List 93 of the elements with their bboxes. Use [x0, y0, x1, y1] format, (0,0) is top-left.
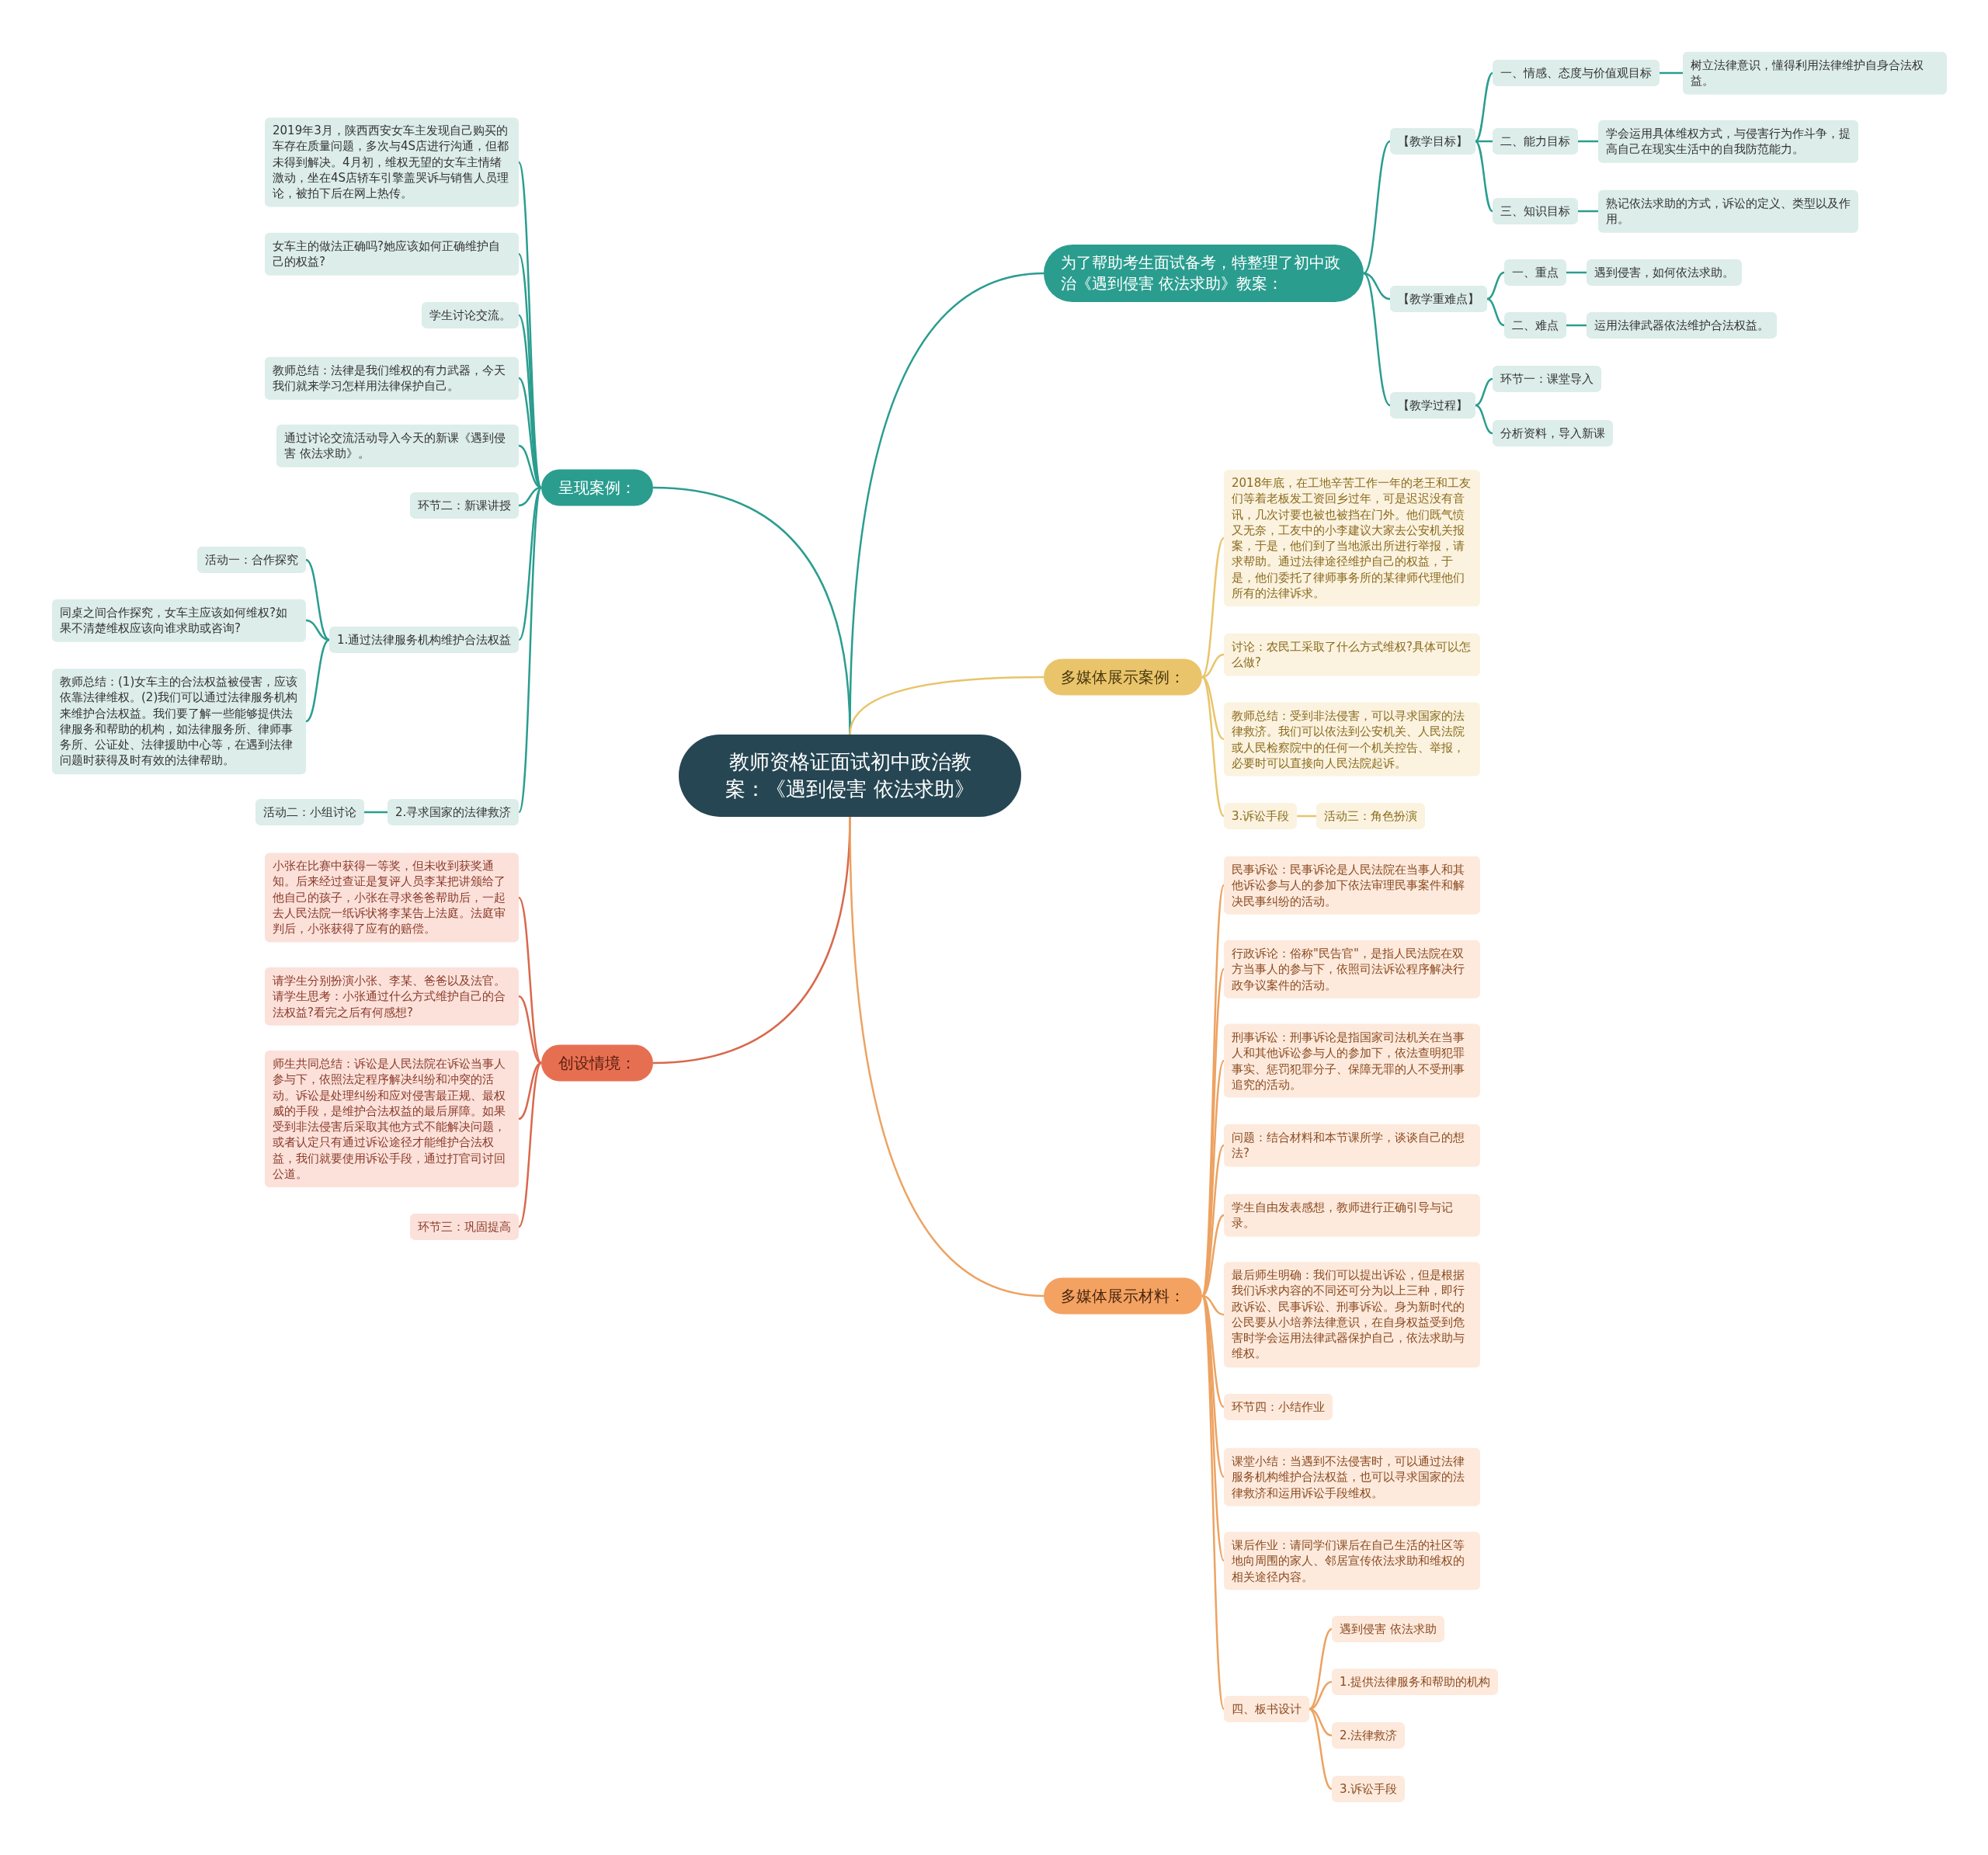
subtopic-box: 【教学目标】: [1390, 127, 1475, 155]
connector-line: [652, 486, 851, 735]
subtopic-box: 3.诉讼手段: [1332, 1775, 1406, 1803]
connector-line: [1201, 676, 1225, 817]
branch-topic: 多媒体展示材料：: [1044, 1277, 1202, 1315]
connector-line: [1566, 324, 1587, 327]
connector-line: [1297, 815, 1316, 818]
subtopic-box: 遇到侵害，如何依法求助。: [1587, 259, 1742, 287]
connector-line: [1578, 140, 1598, 143]
root-topic: 教师资格证面试初中政治教案：《遇到侵害 依法求助》: [679, 734, 1021, 818]
connector-line: [1475, 71, 1493, 143]
subtopic-box: 2019年3月，陕西西安女车主发现自己购买的车存在质量问题，多次与4S店进行沟通，但都未得到解决。4月初，维权无望的女车主情绪激动，坐在4S店轿车引擎盖哭诉与销售人员理论，被拍下后在网上热传。: [265, 117, 519, 207]
subtopic-box: 最后师生明确：我们可以提出诉讼，但是根据我们诉求内容的不同还可分为以上三种，即行政诉讼、民事诉讼、刑事诉讼。身为新时代的公民要从小培养法律意识，在自身权益受到危害时学会运用法律武器保护自己，依法求助与维权。: [1224, 1262, 1480, 1367]
subtopic-box: 2018年底，在工地辛苦工作一年的老王和工友们等着老板发工资回乡过年，可是迟迟没有音讯，几次讨要也被也被挡在门外。他们既气愤又无奈，工友中的小李建议大家去公安机关报案，于是，他们到了当地派出所进行举报，请求帮助。通过法律途径维护自己的权益，于是，他们委托了律师事务所的某律师代理他们所有的法律诉求。: [1224, 470, 1480, 606]
connector-line: [1201, 653, 1225, 679]
connector-line: [518, 487, 543, 813]
subtopic-box: 熟记依法求助的方式，诉讼的定义、类型以及作用。: [1598, 189, 1858, 233]
connector-line: [305, 638, 330, 723]
subtopic-box: 遇到侵害 依法求助: [1332, 1615, 1444, 1643]
connector-line: [1201, 537, 1225, 678]
subtopic-box: 2.法律救济: [1332, 1721, 1406, 1749]
connector-line: [518, 897, 542, 1064]
subtopic-box: 学生讨论交流。: [422, 301, 519, 329]
connector-line: [1309, 1680, 1333, 1711]
subtopic-box: 课后作业：请同学们课后在自己生活的社区等地向周围的家人、邻居宣传依法求助和维权的相关途径内容。: [1224, 1531, 1480, 1590]
subtopic-box: 二、难点: [1504, 311, 1566, 339]
connector-line: [1486, 297, 1505, 327]
connector-line: [849, 676, 1044, 735]
subtopic-box: 四、板书设计: [1224, 1695, 1309, 1723]
subtopic-box: 教师总结：法律是我们维权的有力武器，今天我们就来学习怎样用法律保护自己。: [265, 356, 519, 400]
subtopic-box: 同桌之间合作探究，女车主应该如何维权?如果不清楚维权应该向谁求助或咨询?: [52, 599, 306, 642]
connector-line: [518, 1061, 542, 1120]
connector-line: [1363, 273, 1391, 406]
subtopic-box: 【教学过程】: [1390, 391, 1475, 419]
subtopic-box: 学会运用具体维权方式，与侵害行为作斗争，提高自己在现实生活中的自我防范能力。: [1598, 120, 1858, 163]
subtopic-box: 1.通过法律服务机构维护合法权益: [329, 626, 520, 654]
subtopic-box: 活动一：合作探究: [197, 546, 306, 574]
subtopic-box: 师生共同总结：诉讼是人民法院在诉讼当事人参与下，依照法定程序解决纠纷和冲突的活动。诉讼是处理纠纷和应对侵害最正规、最权威的手段，是维护合法权益的最后屏障。如果受到非法侵害后采取其他方式不能解决问题，或者认定只有通过诉讼途径才能维护合法权益，我们就要使用诉讼手段，通过打官司讨回公道。: [265, 1051, 519, 1187]
subtopic-box: 3.诉讼手段: [1224, 802, 1298, 830]
subtopic-box: 女车主的做法正确吗?她应该如何正确维护自己的权益?: [265, 232, 519, 276]
connector-line: [518, 487, 542, 641]
connector-line: [1309, 1707, 1333, 1791]
connector-line: [1475, 404, 1493, 435]
subtopic-box: 民事诉讼：民事诉论是人民法院在当事人和其他诉讼参与人的参加下依法审理民事案件和解决民事纠纷的活动。: [1224, 856, 1480, 915]
branch-topic: 创设情境：: [541, 1044, 653, 1082]
subtopic-box: 通过讨论交流活动导入今天的新课《遇到侵害 依法求助》。: [276, 424, 519, 467]
connector-line: [305, 619, 330, 641]
branch-topic: 呈现案例：: [541, 469, 653, 506]
subtopic-box: 环节一：课堂导入: [1493, 365, 1601, 393]
subtopic-box: 环节四：小结作业: [1224, 1393, 1333, 1421]
subtopic-box: 学生自由发表感想，教师进行正确引导与记录。: [1224, 1193, 1480, 1237]
connector-line: [1486, 271, 1505, 300]
connector-line: [305, 558, 330, 641]
connector-line: [1475, 377, 1493, 407]
subtopic-box: 刑事诉讼：刑事诉论是指国家司法机关在当事人和其他诉讼参与人的参加下，依法查明犯罪事实、惩罚犯罪分子、保障无罪的人不受刑事追究的活动。: [1224, 1023, 1480, 1098]
subtopic-box: 环节三：巩固提高: [410, 1213, 519, 1241]
connector-line: [1578, 210, 1598, 213]
subtopic-box: 三、知识目标: [1493, 197, 1578, 225]
subtopic-box: 【教学重难点】: [1390, 285, 1487, 313]
subtopic-box: 运用法律武器依法维护合法权益。: [1587, 311, 1777, 339]
connector-line: [364, 811, 388, 814]
subtopic-box: 问题：结合材料和本节课所学，谈谈自己的想法?: [1224, 1124, 1480, 1167]
subtopic-box: 2.寻求国家的法律救济: [388, 798, 520, 826]
subtopic-box: 环节二：新课讲授: [410, 492, 519, 519]
connector-line: [1363, 272, 1391, 300]
subtopic-box: 小张在比赛中获得一等奖，但未收到获奖通知。后来经过查证是复评人员李某把讲颁给了他自己的孩子，小张在寻求爸爸帮助后，一起去人民法院一纸诉状将李某告上法庭。法庭审判后，小张获得了应有的赔偿。: [265, 853, 519, 943]
subtopic-box: 教师总结：受到非法侵害，可以寻求国家的法律救济。我们可以依法到公安机关、人民法院或人民检察院中的任何一个机关控告、举报，必要时可以直接向人民法院起诉。: [1224, 702, 1480, 776]
subtopic-box: 分析资料，导入新课: [1493, 419, 1613, 447]
subtopic-box: 行政诉论：俗称"民告官"，是指人民法院在双方当事人的参与下，依照司法诉讼程序解决行政争议案件的活动。: [1224, 940, 1480, 999]
subtopic-box: 讨论：农民工采取了什么方式维权?具体可以怎么做?: [1224, 633, 1480, 676]
subtopic-box: 1.提供法律服务和帮助的机构: [1332, 1668, 1499, 1696]
connector-line: [518, 1062, 542, 1228]
subtopic-box: 教师总结：(1)女车主的合法权益被侵害，应该依靠法律维权。(2)我们可以通过法律服务机构来维护合法权益。我们要了解一些能够提供法律服务和帮助的机构，如法律服务所、律师事务所、公证处、法律援助中心等，在遇到法律问题时获得及时有效的法律帮助。: [52, 669, 306, 774]
subtopic-box: 请学生分别扮演小张、李某、爸爸以及法官。请学生思考：小张通过什么方式维护自己的合法权益?看完之后有何感想?: [265, 967, 519, 1026]
branch-topic: 为了帮助考生面试备考，特整理了初中政治《遇到侵害 依法求助》教案：: [1044, 245, 1364, 302]
connector-line: [1566, 271, 1587, 274]
connector-line: [1475, 140, 1493, 213]
subtopic-box: 一、情感、态度与价值观目标: [1493, 59, 1660, 87]
subtopic-box: 一、重点: [1504, 259, 1566, 287]
subtopic-box: 课堂小结：当遇到不法侵害时，可以通过法律服务机构维护合法权益，也可以寻求国家的法律救济和运用诉讼手段维权。: [1224, 1447, 1480, 1506]
subtopic-box: 活动三：角色扮演: [1316, 802, 1425, 830]
connector-line: [1309, 1627, 1333, 1711]
subtopic-box: 活动二：小组讨论: [255, 798, 364, 826]
connector-line: [1475, 140, 1493, 143]
connector-line: [849, 817, 1044, 1297]
connector-line: [1201, 1294, 1225, 1316]
connector-line: [518, 995, 542, 1065]
subtopic-box: 树立法律意识，懂得利用法律维护自身合法权益。: [1683, 51, 1947, 95]
subtopic-box: 二、能力目标: [1493, 127, 1578, 155]
branch-topic: 多媒体展示案例：: [1044, 658, 1202, 696]
connector-line: [518, 486, 542, 507]
connector-line: [1363, 141, 1391, 274]
connector-line: [1660, 71, 1683, 75]
